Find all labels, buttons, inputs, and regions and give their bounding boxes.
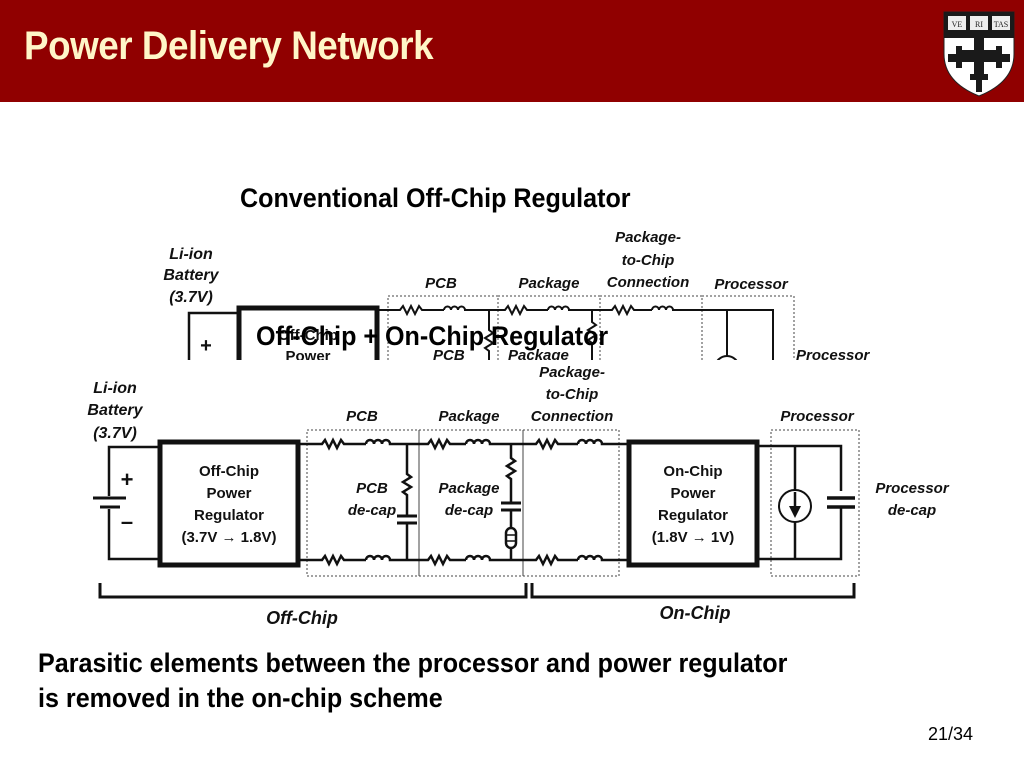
on-chip-regulator-label-1: On-Chip bbox=[663, 463, 722, 480]
conv-processor-decap-label: Processor bbox=[796, 347, 871, 360]
conv-battery-label-2: Battery bbox=[163, 267, 219, 284]
on-chip-regulator-box bbox=[626, 439, 760, 568]
package-decap-branch bbox=[501, 444, 521, 560]
domain-brackets bbox=[98, 583, 856, 599]
off-chip-bracket-label: Off-Chip bbox=[266, 608, 338, 628]
conv-top-rail bbox=[377, 303, 774, 360]
off-chip-regulator-label-1: Off-Chip bbox=[199, 463, 259, 480]
conv-section-package: Package bbox=[519, 275, 580, 292]
conv-section-connection-1: Package- bbox=[615, 229, 681, 246]
section-label-connection-1: Package- bbox=[539, 364, 605, 381]
on-chip-regulator-label-2: Power bbox=[670, 485, 715, 502]
processor-decap-label-2: de-cap bbox=[888, 502, 936, 519]
package-decap-label-1: Package bbox=[439, 480, 500, 497]
battery-label-3: (3.7V) bbox=[93, 425, 137, 442]
conventional-diagram: Li-ion Battery (3.7V) + Off-Chip Power P… bbox=[0, 0, 1024, 360]
package-decap-label-2: de-cap bbox=[445, 502, 493, 519]
section-label-processor: Processor bbox=[780, 408, 855, 425]
pcb-decap-label-1: PCB bbox=[356, 480, 388, 497]
conv-section-connection-2: to-Chip bbox=[622, 252, 674, 269]
conv-battery-label-3: (3.7V) bbox=[169, 289, 213, 306]
conv-decap-pcb: PCB bbox=[433, 347, 465, 360]
page-number: 21/34 bbox=[928, 724, 974, 744]
on-chip-bracket-label: On-Chip bbox=[660, 603, 731, 623]
battery-label-1: Li-ion bbox=[93, 380, 137, 397]
pcb-decap-label-2: de-cap bbox=[348, 502, 396, 519]
off-chip-regulator-label-2: Power bbox=[206, 485, 251, 502]
conv-battery-wire bbox=[187, 311, 239, 360]
summary-line-1: Parasitic elements between the processor… bbox=[38, 648, 788, 678]
conventional-heading: Conventional Off-Chip Regulator bbox=[240, 183, 631, 213]
processor-decap-label-1: Processor bbox=[875, 480, 950, 497]
conv-battery-plus: + bbox=[200, 335, 212, 357]
off-chip-regulator-box bbox=[157, 439, 301, 568]
battery-minus: – bbox=[121, 509, 133, 534]
conv-section-connection-3: Connection bbox=[607, 274, 690, 291]
summary-text: Parasitic elements between the processor… bbox=[38, 646, 787, 716]
processor-circuit bbox=[759, 444, 855, 561]
battery-plus: + bbox=[121, 467, 134, 492]
battery-label-2: Battery bbox=[87, 402, 143, 419]
section-label-pcb: PCB bbox=[346, 408, 378, 425]
slide-header: Power Delivery Network VE RI TAS bbox=[0, 0, 1024, 102]
conv-section-pcb: PCB bbox=[425, 275, 457, 292]
conv-section-processor: Processor bbox=[714, 276, 789, 293]
conv-regulator-label-1: Off-Chip bbox=[278, 327, 338, 344]
slide-title: Power Delivery Network bbox=[24, 24, 434, 68]
section-boxes bbox=[306, 429, 860, 577]
section-label-connection-2: to-Chip bbox=[546, 386, 598, 403]
university-shield-crest-icon: VE RI TAS bbox=[943, 11, 1015, 97]
on-chip-regulator-label-4: (1.8V → 1V) bbox=[652, 529, 735, 546]
off-chip-regulator-label-4: (3.7V → 1.8V) bbox=[181, 529, 276, 546]
summary-line-2: is removed in the on-chip scheme bbox=[38, 683, 443, 713]
supply-rails bbox=[300, 437, 627, 567]
battery-icon bbox=[93, 445, 160, 561]
section-label-connection-3: Connection bbox=[531, 408, 614, 425]
combined-heading: Off-Chip + On-Chip Regulator bbox=[256, 321, 609, 351]
conv-regulator-label-2: Power bbox=[285, 348, 330, 360]
conv-decap-package: Package bbox=[508, 347, 569, 360]
pcb-decap-branch bbox=[397, 444, 417, 560]
section-label-package: Package bbox=[439, 408, 500, 425]
conv-battery-label-1: Li-ion bbox=[169, 246, 213, 263]
conv-section-boxes bbox=[387, 295, 795, 360]
crest-motto-3: TAS bbox=[994, 20, 1008, 29]
crest-motto-2: RI bbox=[975, 20, 983, 29]
on-chip-regulator-label-3: Regulator bbox=[658, 507, 728, 524]
crest-motto-1: VE bbox=[952, 20, 963, 29]
conv-current-source-icon bbox=[716, 355, 738, 360]
current-source-icon bbox=[778, 489, 812, 523]
off-chip-regulator-label-3: Regulator bbox=[194, 507, 264, 524]
conv-regulator-box bbox=[236, 305, 380, 360]
